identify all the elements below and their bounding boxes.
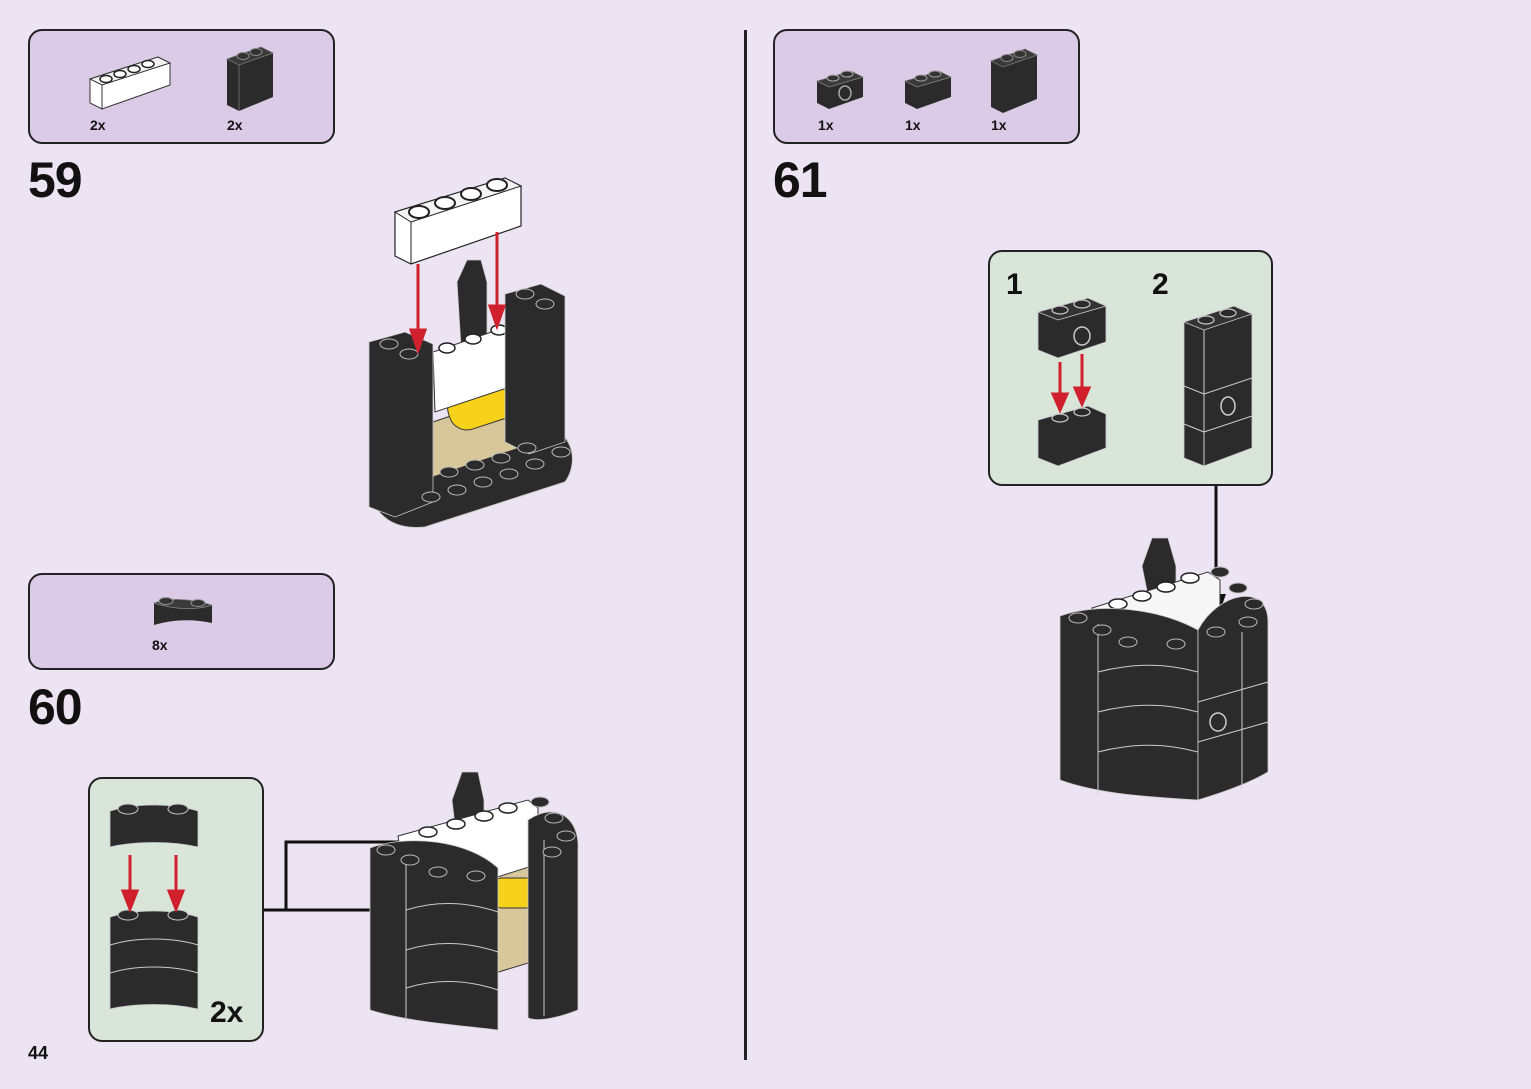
step-number: 60 (28, 679, 83, 735)
sub-assembly-multiplier: 2x (210, 996, 244, 1029)
black-round-corner-brick-icon (152, 597, 214, 625)
part-quantity: 2x (90, 117, 106, 133)
step-60-parts-box: 8x (28, 573, 335, 670)
step-number: 61 (773, 152, 828, 208)
step-59-parts-box: 2x 2x (28, 29, 335, 144)
part-quantity: 2x (227, 117, 243, 133)
part-quantity: 8x (152, 637, 168, 653)
page-column-divider (744, 30, 747, 1060)
sub-step-2-illustration (1182, 305, 1254, 467)
step-61-assembly-illustration (1059, 537, 1269, 801)
curved-brick-stack-illustration (109, 803, 199, 1010)
black-brick-1x2x2-icon (989, 48, 1039, 113)
black-brick-1x2x2-icon (225, 46, 275, 111)
sub-step-number: 1 (1006, 268, 1023, 301)
sub-step-number: 2 (1152, 268, 1169, 301)
black-technic-brick-1x2-icon (815, 70, 865, 109)
part-quantity: 1x (905, 117, 921, 133)
step-59-assembly-illustration (368, 177, 573, 528)
step-number: 59 (28, 152, 83, 208)
sub-step-1-illustration (1036, 297, 1108, 467)
step-60-assembly-illustration (369, 771, 579, 1031)
part-quantity: 1x (818, 117, 834, 133)
step-61-sub-assembly-box: 1 2 (988, 250, 1273, 486)
step-61-parts-box: 1x 1x 1x (773, 29, 1080, 144)
part-quantity: 1x (991, 117, 1007, 133)
step-60-sub-assembly-box: 2x (88, 777, 264, 1042)
white-brick-1x4-icon (88, 56, 172, 110)
black-brick-1x2-icon (903, 70, 953, 109)
page-number: 44 (28, 1043, 49, 1063)
